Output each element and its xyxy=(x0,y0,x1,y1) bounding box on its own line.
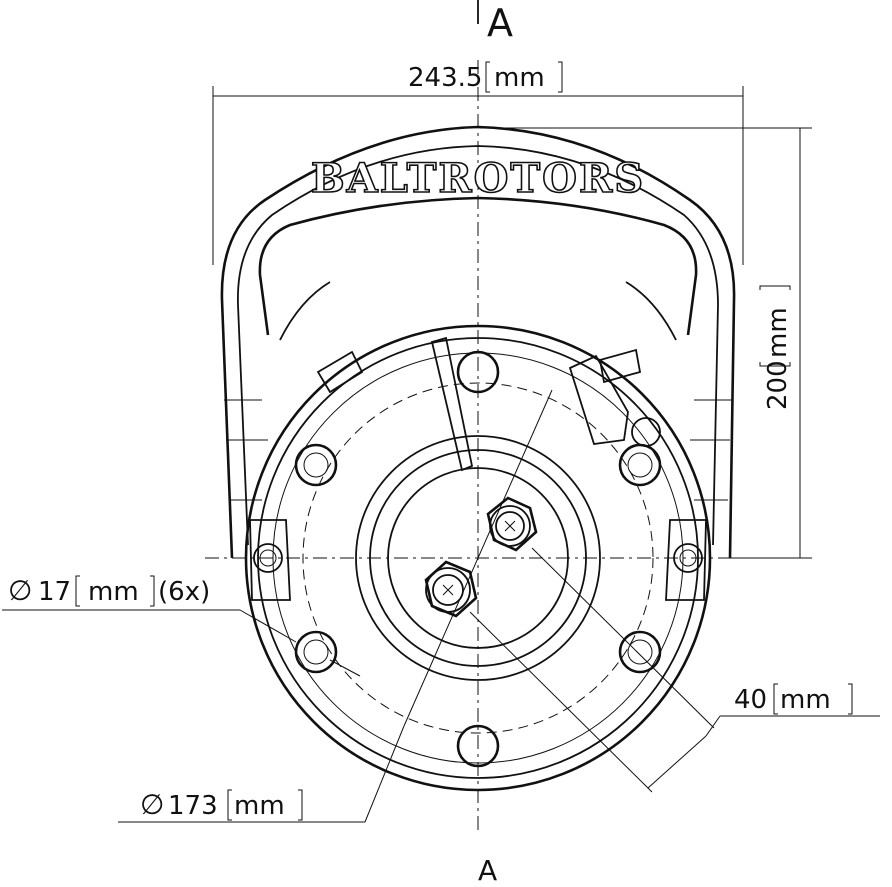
bolt-circle-dimension: ∅ 173 mm xyxy=(118,389,553,823)
flange-body xyxy=(244,324,712,792)
bolt-circle-unit: mm xyxy=(234,791,285,821)
section-label-top: A xyxy=(487,1,513,45)
height-value: 200 xyxy=(763,360,793,410)
shaft-offset-dimension: 40 mm xyxy=(469,547,880,793)
bolt-hole xyxy=(456,724,500,768)
hole-diameter-symbol: ∅ xyxy=(8,574,32,607)
shaft-upper xyxy=(486,496,538,552)
hole-diameter-unit: mm xyxy=(88,577,139,607)
height-unit: mm xyxy=(763,307,793,358)
bolt-hole xyxy=(618,630,662,674)
brand-text: BALTROTORS xyxy=(311,155,645,202)
bolt-hole xyxy=(631,417,661,447)
side-lugs xyxy=(249,519,707,601)
height-dimension: 200 mm xyxy=(480,127,812,559)
hole-diameter-value: 17 xyxy=(38,577,71,607)
bolt-circle-symbol: ∅ xyxy=(140,788,164,821)
bolt-hole xyxy=(294,630,338,674)
section-marker-top: A xyxy=(477,0,513,45)
bolt-holes xyxy=(294,350,662,768)
section-label-bottom: A xyxy=(478,854,497,887)
shaft-lower xyxy=(424,560,478,618)
handle: BALTROTORS xyxy=(220,125,736,559)
brand-lettering: BALTROTORS xyxy=(310,154,645,203)
hole-diameter-dimension: ∅ 17 mm (6x) xyxy=(2,574,361,677)
hole-diameter-count: (6x) xyxy=(158,577,210,607)
shaft-offset-unit: mm xyxy=(780,685,831,715)
shaft-offset-value: 40 xyxy=(734,685,767,715)
bolt-circle-value: 173 xyxy=(168,791,218,821)
bolt-hole xyxy=(456,350,500,394)
width-dimension: 243.5 mm xyxy=(212,61,744,265)
width-unit: mm xyxy=(494,63,545,93)
width-value: 243.5 xyxy=(408,63,482,93)
bolt-hole xyxy=(294,443,338,487)
